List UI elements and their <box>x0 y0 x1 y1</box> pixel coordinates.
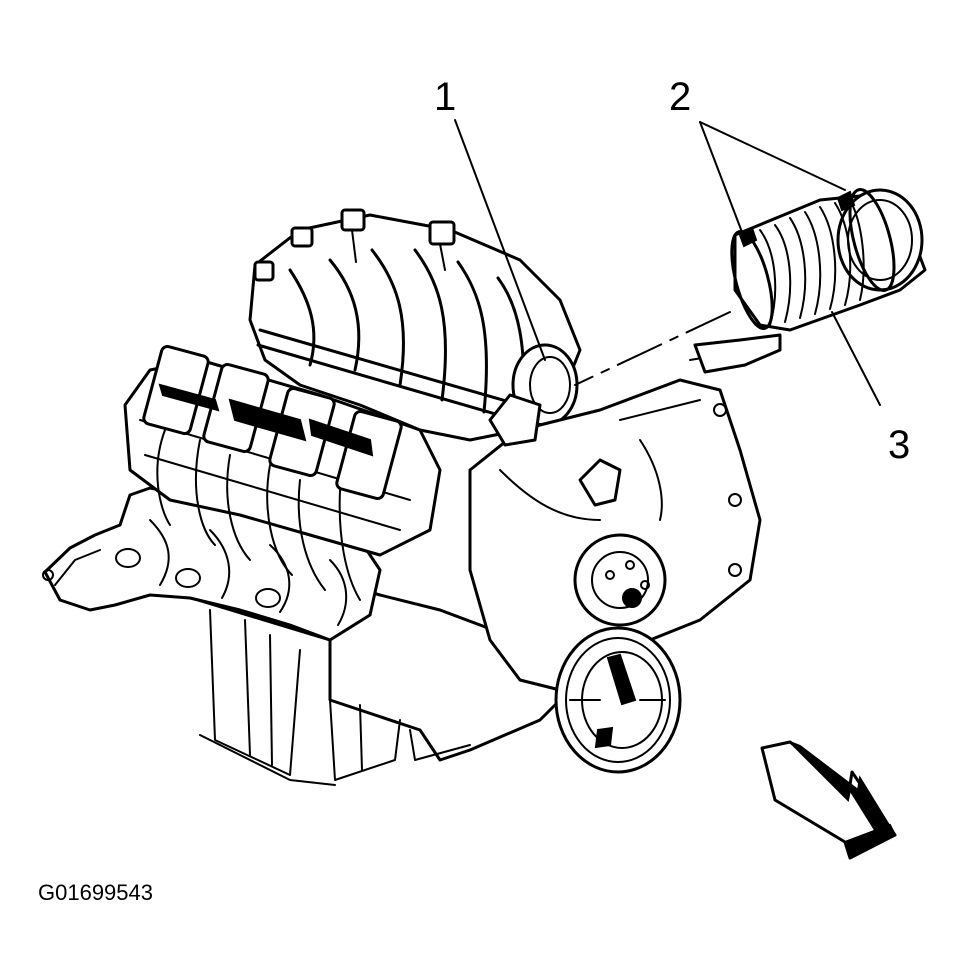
callout-1: 1 <box>434 75 456 119</box>
installation-path-line <box>574 311 731 386</box>
callout-2: 2 <box>669 75 691 119</box>
callout-3: 3 <box>888 423 910 467</box>
air-inlet-duct <box>730 188 927 332</box>
crankshaft-balancer <box>554 626 682 774</box>
figure-id: G01699543 <box>38 880 153 905</box>
engine-assembly <box>42 208 782 786</box>
left-valve-cover <box>123 344 442 601</box>
view-direction-arrow-icon <box>760 740 897 860</box>
leader-lines <box>454 119 881 406</box>
front-cover <box>468 333 782 692</box>
